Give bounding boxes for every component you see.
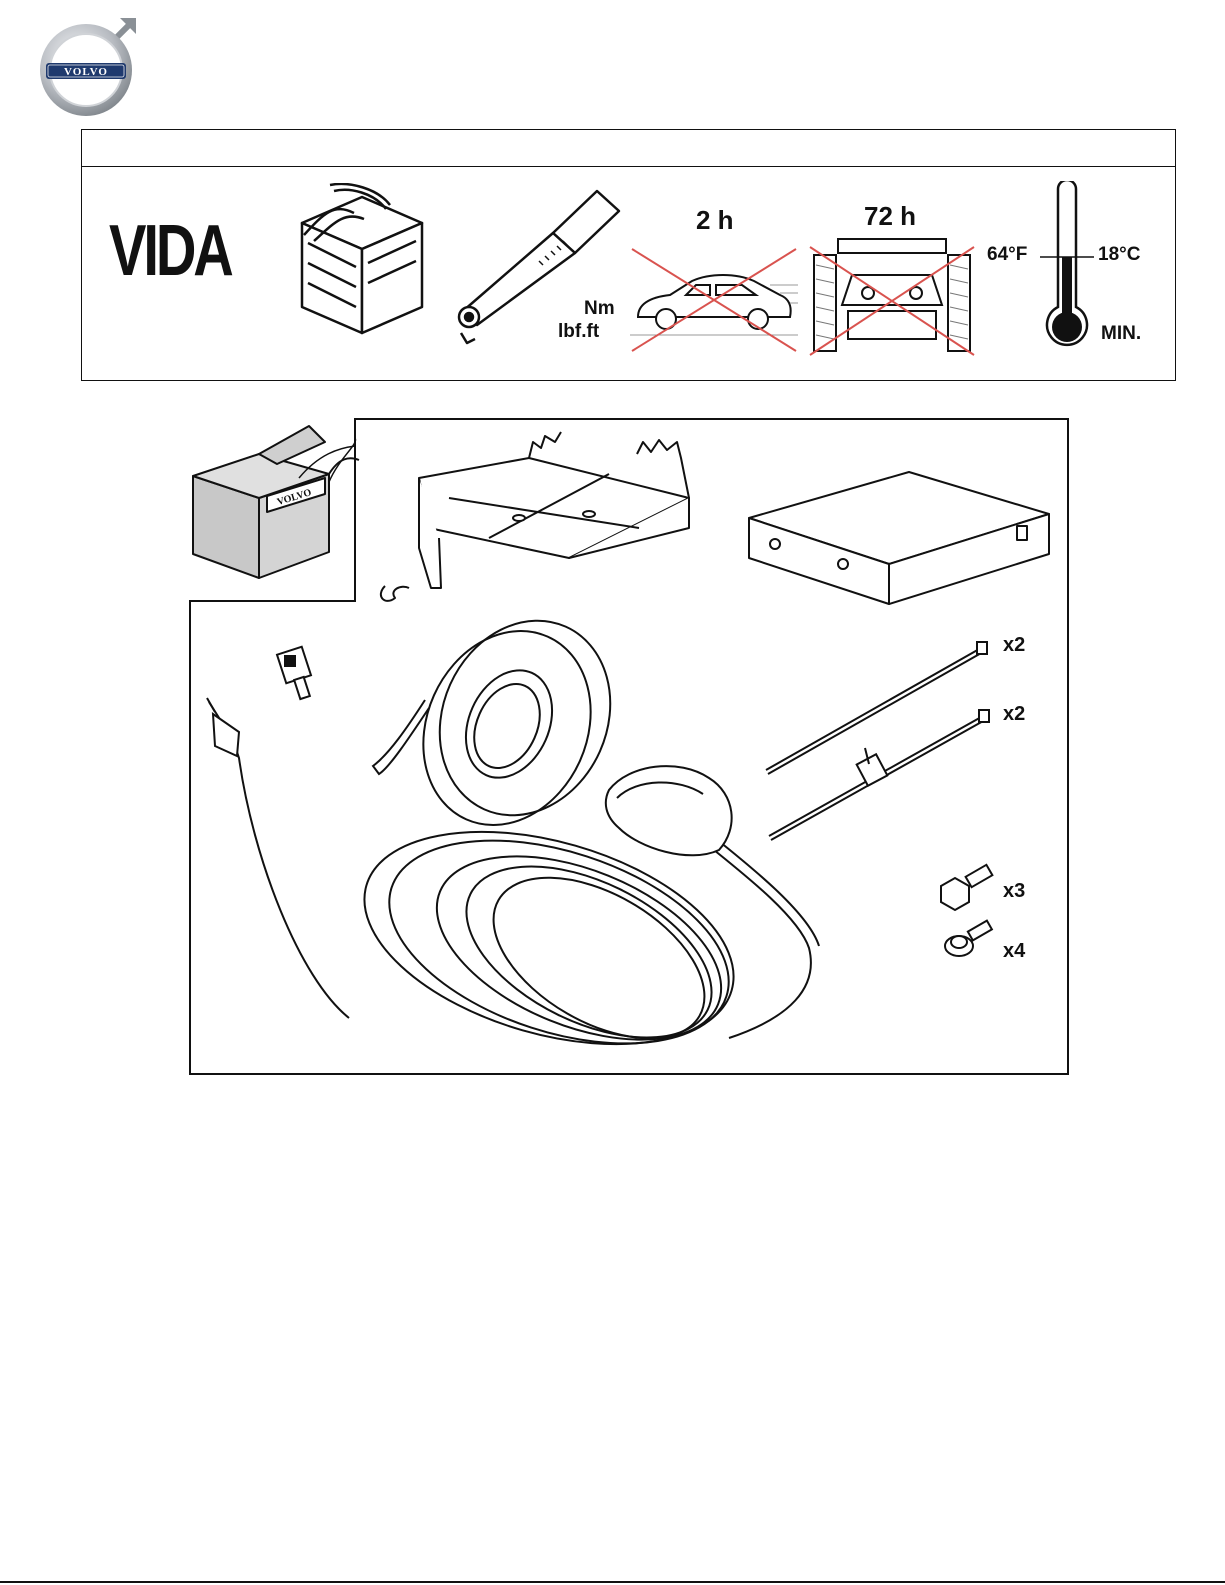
- no-driving-icon: [630, 245, 798, 355]
- torque-unit-lbf: lbf.ft: [558, 321, 599, 343]
- kit-contents-panel: VOLVO: [189, 418, 1069, 1075]
- cable-connector: [277, 647, 311, 699]
- torque-wrench-icon: [447, 183, 627, 353]
- logo-wordmark: VOLVO: [64, 66, 108, 78]
- requirements-header: [82, 130, 1175, 167]
- clip-cable-tie: [769, 710, 989, 840]
- temperature-line: [1040, 254, 1094, 260]
- clip-tie-quantity: x2: [1003, 703, 1025, 726]
- temperature-celsius: 18°C: [1098, 244, 1140, 266]
- mounting-bracket: [381, 432, 689, 601]
- no-carwash-icon: [808, 235, 976, 359]
- washer-screw: [945, 921, 992, 956]
- thermometer-icon: [1044, 181, 1090, 367]
- page-footer-rule: [0, 1581, 1225, 1583]
- requirements-panel: VIDA: [81, 129, 1176, 381]
- vida-software-label: VIDA: [109, 215, 231, 287]
- washer-screw-quantity: x4: [1003, 940, 1025, 963]
- flange-screw-quantity: x3: [1003, 880, 1025, 903]
- cable-tie-quantity: x2: [1003, 634, 1025, 657]
- control-module: [749, 418, 1049, 604]
- toolbox-icon: [294, 183, 434, 343]
- temperature-min-label: MIN.: [1101, 323, 1141, 345]
- requirements-row: VIDA: [82, 167, 1175, 381]
- flange-screw: [941, 865, 992, 910]
- volvo-package-box: VOLVO: [193, 426, 359, 578]
- volvo-logo: VOLVO: [36, 14, 142, 120]
- wait-wash-time: 72 h: [864, 201, 916, 232]
- temperature-fahrenheit: 64°F: [987, 244, 1027, 266]
- adhesive-tape-roll: [373, 593, 641, 852]
- wait-drive-time: 2 h: [696, 205, 734, 236]
- torque-unit-nm: Nm: [584, 298, 615, 320]
